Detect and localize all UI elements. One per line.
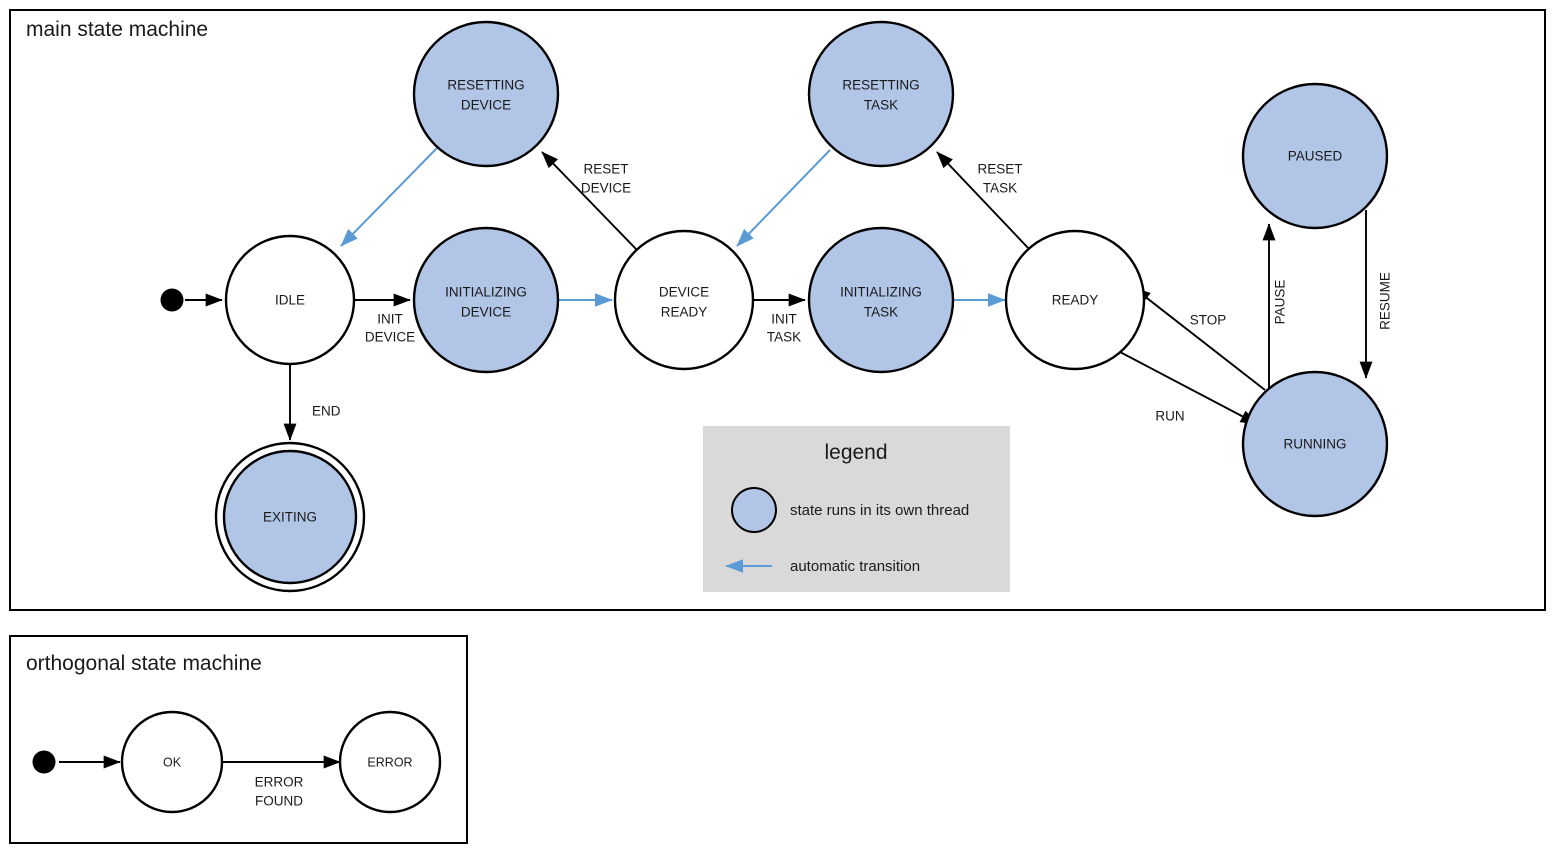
transition-label-init-device-2: DEVICE [365,330,415,345]
state-error-label: ERROR [367,755,412,769]
orthogonal-frame-title: orthogonal state machine [26,652,262,675]
state-device-ready-label-2: READY [661,305,708,320]
transition-device-ready-resetting-device: RESET DEVICE [541,151,638,251]
state-exiting-label: EXITING [263,510,317,525]
state-exiting[interactable]: EXITING [214,441,366,593]
state-ready-circle[interactable] [1004,229,1146,371]
legend-title: legend [824,441,887,464]
transition-paused-running: RESUME [1359,210,1393,379]
state-initializing-device-label-1: INITIALIZING [445,285,527,300]
state-initializing-task[interactable]: INITIALIZING TASK [807,226,955,374]
transition-label-init-task-1: INIT [771,312,797,327]
legend-item-thread-label: state runs in its own thread [790,502,969,519]
state-initializing-task-circle[interactable] [807,226,955,374]
transition-label-error-found-1: ERROR [255,775,304,790]
transition-label-pause: PAUSE [1273,280,1288,325]
legend: legend state runs in its own thread auto… [703,426,1010,592]
state-ok-label: OK [163,755,182,769]
state-initializing-device-label-2: DEVICE [461,305,511,320]
state-idle-circle[interactable] [224,234,356,366]
transition-label-reset-device-2: DEVICE [581,181,631,196]
legend-item-thread: state runs in its own thread [731,487,969,533]
transition-running-ready-line [1133,287,1266,391]
legend-item-auto-transition: automatic transition [725,558,920,575]
state-device-ready[interactable]: DEVICE READY [613,229,755,371]
transition-running-ready: STOP [1133,287,1266,391]
state-error-circle[interactable] [338,710,442,814]
transition-resetting-task-device-ready [736,149,831,247]
orthogonal-start-state-dot[interactable] [32,750,56,774]
state-paused-label: PAUSED [1288,149,1343,164]
transition-label-reset-task-1: RESET [977,162,1022,177]
main-states: IDLE RESETTING DEVICE INITIALIZING DEVIC… [160,20,1389,593]
state-initializing-task-label-1: INITIALIZING [840,285,922,300]
legend-item-auto-transition-label: automatic transition [790,558,920,575]
transition-device-ready-resetting-device-line [541,151,638,251]
state-ok[interactable]: OK [120,710,224,814]
transition-label-reset-device-1: RESET [583,162,628,177]
state-resetting-task-circle[interactable] [807,20,955,168]
transition-idle-exiting: END [283,364,341,441]
transition-label-reset-task-2: TASK [983,181,1017,196]
transition-label-error-found-2: FOUND [255,794,303,809]
transition-label-stop: STOP [1190,313,1227,328]
transition-running-paused: PAUSE [1262,223,1288,392]
transition-idle-initializing-device: INIT DEVICE [354,293,415,345]
state-device-ready-label-1: DEVICE [659,285,709,300]
transition-resetting-device-idle [340,147,438,247]
transition-ready-resetting-task-line [936,151,1031,251]
transition-label-resume: RESUME [1378,272,1393,330]
state-device-ready-circle[interactable] [613,229,755,371]
transition-device-ready-initializing-task: INIT TASK [754,293,806,345]
state-resetting-device-label-1: RESETTING [447,78,524,93]
state-idle-label: IDLE [275,293,305,308]
state-idle[interactable]: IDLE [224,234,356,366]
transition-ready-running-line [1119,351,1258,425]
transition-resetting-task-device-ready-line [736,149,831,247]
transition-ready-resetting-task: RESET TASK [936,151,1031,251]
state-ready-label: READY [1052,293,1099,308]
state-exiting-circle[interactable] [222,449,358,585]
main-transitions: INIT DEVICE END RESET DEVICE [185,147,1393,441]
transition-resetting-device-idle-line [340,147,438,247]
transition-label-init-task-2: TASK [767,330,801,345]
state-paused-circle[interactable] [1241,82,1389,230]
orthogonal-transitions: ERROR FOUND [59,755,341,809]
start-state-dot[interactable] [160,288,184,312]
state-initializing-task-label-2: TASK [864,305,898,320]
transition-ok-error: ERROR FOUND [222,755,341,809]
state-error[interactable]: ERROR [338,710,442,814]
state-resetting-task-label-2: TASK [864,98,898,113]
state-ok-circle[interactable] [120,710,224,814]
transition-ready-running: RUN [1119,351,1258,425]
state-running-circle[interactable] [1241,370,1389,518]
state-running[interactable]: RUNNING [1241,370,1389,518]
state-resetting-task-label-1: RESETTING [842,78,919,93]
state-initializing-device-circle[interactable] [412,226,560,374]
state-paused[interactable]: PAUSED [1241,82,1389,230]
main-frame-title: main state machine [26,18,208,41]
state-ready[interactable]: READY [1004,229,1146,371]
state-initializing-device[interactable]: INITIALIZING DEVICE [412,226,560,374]
orthogonal-states: OK ERROR [32,710,442,814]
transition-label-run: RUN [1155,409,1184,424]
transition-label-end: END [312,404,341,419]
state-running-label: RUNNING [1284,437,1347,452]
state-resetting-task[interactable]: RESETTING TASK [807,20,955,168]
state-resetting-device-circle[interactable] [412,20,560,168]
state-resetting-device[interactable]: RESETTING DEVICE [412,20,560,168]
legend-thread-circle-icon [731,487,777,533]
transition-label-init-device-1: INIT [377,312,403,327]
orthogonal-frame: orthogonal state machine ERROR FOUND OK [9,635,468,844]
state-resetting-device-label-2: DEVICE [461,98,511,113]
